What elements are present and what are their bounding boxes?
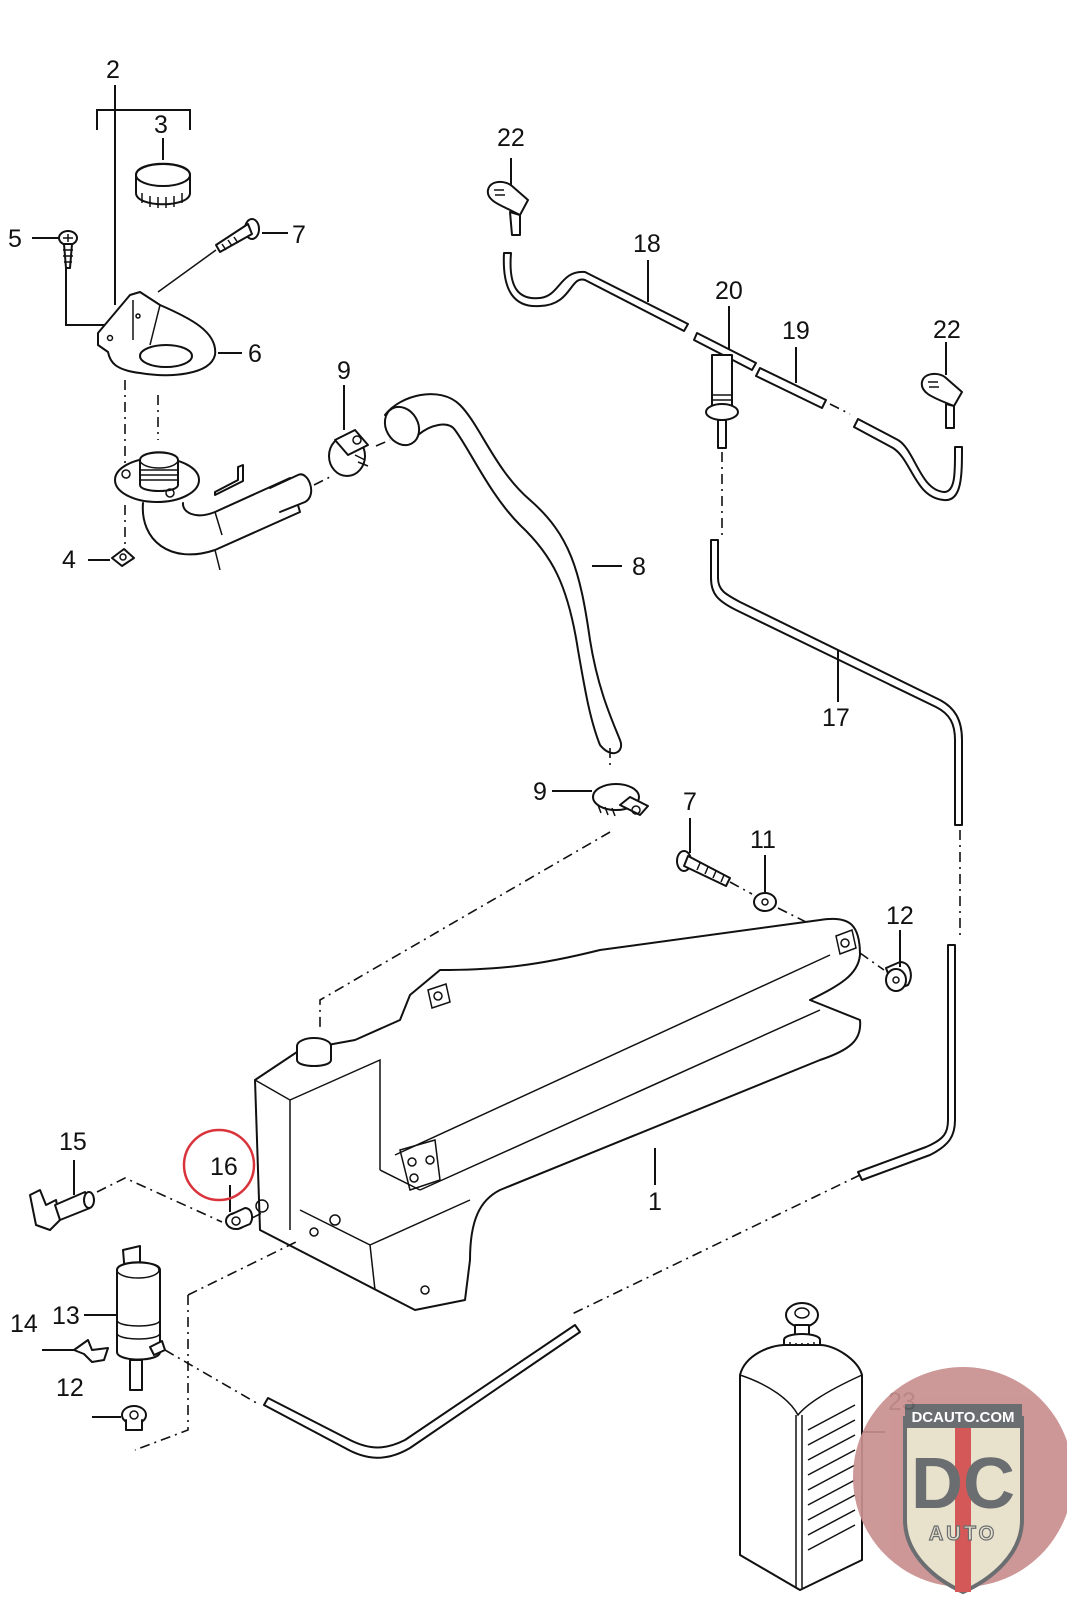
washer-hose-18[interactable] bbox=[710, 539, 963, 1181]
washer-nozzle-22-left[interactable] bbox=[486, 180, 529, 236]
callout-4[interactable]: 4 bbox=[62, 546, 76, 574]
screw-5[interactable] bbox=[58, 230, 78, 269]
washer-hose-20[interactable] bbox=[755, 367, 827, 409]
washer-11[interactable] bbox=[753, 892, 777, 912]
level-sensor-16[interactable] bbox=[29, 1189, 95, 1231]
callout-17[interactable]: 16 bbox=[210, 1153, 238, 1181]
clip-nut-4[interactable] bbox=[111, 548, 135, 567]
washer-pump-13[interactable] bbox=[116, 1245, 166, 1391]
watermark-subtitle: AUTO bbox=[929, 1523, 997, 1545]
grommet-17[interactable] bbox=[225, 1207, 254, 1230]
grommet-14[interactable] bbox=[121, 1405, 147, 1431]
filler-neck-group bbox=[32, 85, 313, 571]
callout-22-right[interactable]: 22 bbox=[933, 316, 961, 344]
callout-22-left[interactable]: 22 bbox=[497, 124, 525, 152]
callout-15[interactable]: 14 bbox=[10, 1310, 38, 1338]
washer-hose-19[interactable] bbox=[502, 252, 689, 332]
hose-clamp-9-upper[interactable] bbox=[328, 429, 369, 477]
callout-13[interactable]: 13 bbox=[52, 1302, 80, 1330]
callout-5[interactable]: 5 bbox=[8, 225, 22, 253]
watermark-stripe bbox=[955, 1418, 971, 1592]
callout-9-upper[interactable]: 9 bbox=[337, 357, 351, 385]
callout-labels: 2 3 5 7 6 9 4 8 22 18 20 19 22 17 9 7 11… bbox=[8, 56, 961, 1416]
callout-1[interactable]: 1 bbox=[648, 1188, 662, 1216]
reservoir-1[interactable] bbox=[254, 917, 862, 1311]
watermark-banner bbox=[905, 1404, 1022, 1428]
callout-9-lower[interactable]: 9 bbox=[533, 778, 547, 806]
callout-6[interactable]: 6 bbox=[248, 340, 262, 368]
callout-2[interactable]: 2 bbox=[106, 56, 120, 84]
hose-clamp-9-lower[interactable] bbox=[592, 783, 649, 817]
filler-neck-pipe[interactable] bbox=[114, 451, 313, 571]
bolt-7-lower[interactable] bbox=[676, 850, 731, 887]
rubber-mount-12[interactable] bbox=[885, 961, 912, 992]
callout-11[interactable]: 11 bbox=[750, 826, 776, 854]
callout-16[interactable]: 15 bbox=[59, 1128, 87, 1156]
check-valve-21[interactable] bbox=[693, 332, 757, 449]
callout-21[interactable]: 20 bbox=[715, 277, 743, 305]
callout-12[interactable]: 12 bbox=[886, 902, 914, 930]
fluid-bottle-23[interactable] bbox=[739, 1302, 863, 1591]
highlight-circle-17 bbox=[182, 1128, 256, 1202]
washer-hose-20-extension[interactable] bbox=[853, 418, 963, 502]
filler-neck-bracket-6[interactable] bbox=[97, 291, 217, 377]
callout-18[interactable]: 17 bbox=[822, 704, 850, 732]
washer-nozzle-22-right[interactable] bbox=[920, 372, 963, 429]
callout-7-upper[interactable]: 7 bbox=[292, 221, 306, 249]
callout-19[interactable]: 18 bbox=[633, 230, 661, 258]
dc-auto-watermark: DCAUTO.COM DC AUTO bbox=[853, 1367, 1067, 1595]
callout-14[interactable]: 12 bbox=[56, 1374, 84, 1402]
filler-hose-8[interactable] bbox=[378, 393, 623, 755]
group-bracket-2 bbox=[96, 85, 191, 305]
callout-8[interactable]: 8 bbox=[632, 553, 646, 581]
callout-3[interactable]: 3 bbox=[154, 111, 168, 139]
filler-hose-group bbox=[313, 385, 649, 817]
bolt-7-upper[interactable] bbox=[215, 218, 260, 253]
filler-cap-3[interactable] bbox=[135, 162, 191, 208]
callout-20[interactable]: 19 bbox=[782, 317, 810, 345]
watermark-monogram: DC bbox=[911, 1444, 1015, 1524]
clip-15[interactable] bbox=[73, 1339, 109, 1363]
washer-hose-bottom[interactable] bbox=[263, 1324, 581, 1459]
callout-7-lower[interactable]: 7 bbox=[683, 788, 697, 816]
nozzle-hose-group bbox=[486, 158, 963, 535]
watermark-url: DCAUTO.COM bbox=[911, 1409, 1014, 1426]
